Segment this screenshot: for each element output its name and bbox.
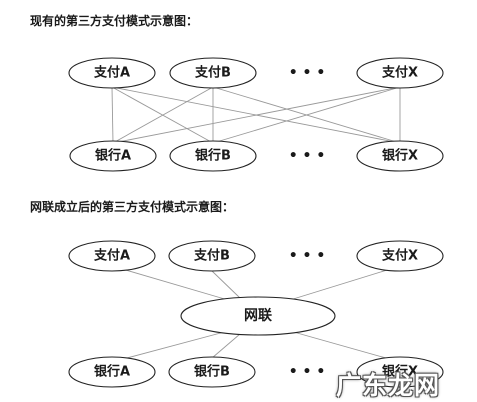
label2-bank-b: 银行B <box>194 364 230 380</box>
link-payA-bankA <box>111 86 114 144</box>
ellipsis2-payments: • • • <box>289 248 326 264</box>
link-hub-bankA <box>111 330 229 363</box>
link-hub-bankB <box>211 333 241 359</box>
node-bank-x <box>356 140 444 172</box>
label-bank-a: 银行A <box>95 148 131 164</box>
link-hub-bankX <box>289 330 401 363</box>
link-payB-bankA <box>112 86 214 144</box>
label-hub: 网联 <box>244 308 273 324</box>
node2-payment-a <box>68 240 156 272</box>
ellipsis-payments: • • • <box>289 65 326 81</box>
node-hub-wanglian <box>180 296 336 336</box>
label-payment-b: 支付B <box>194 65 231 81</box>
node-payment-b <box>169 57 257 89</box>
node-payment-x <box>356 57 444 89</box>
label-bank-x: 银行X <box>382 148 418 164</box>
node2-payment-x <box>356 240 444 272</box>
label2-bank-a: 银行A <box>94 364 130 380</box>
diagram1-bank-nodes <box>69 140 444 172</box>
diagram2-title: 网联成立后的第三方支付模式示意图： <box>30 200 235 214</box>
watermark-logo: 广东龙网 <box>336 371 441 400</box>
node-payment-a <box>68 57 156 89</box>
link-payX-bankA <box>112 86 401 144</box>
ellipsis-banks: • • • <box>289 148 326 164</box>
diagram2-bank-nodes <box>68 356 444 388</box>
node-bank-a <box>69 140 157 172</box>
node2-bank-a <box>68 356 156 388</box>
label-bank-b: 银行B <box>195 148 231 164</box>
link-payX-bankB <box>212 86 401 144</box>
label2-payment-x: 支付X <box>381 248 418 264</box>
label2-payment-a: 支付A <box>93 248 130 264</box>
link-payA-hub <box>111 265 229 301</box>
link-payB-hub <box>211 270 241 299</box>
label2-payment-b: 支付B <box>193 248 230 264</box>
diagram1-title: 现有的第三方支付模式示意图： <box>30 14 199 28</box>
label-payment-a: 支付A <box>93 65 130 81</box>
diagram2-payment-nodes <box>68 240 444 272</box>
node2-bank-x <box>356 356 444 388</box>
diagram1-payment-nodes <box>68 57 444 89</box>
ellipsis2-banks: • • • <box>289 364 326 380</box>
node2-bank-b <box>168 356 256 388</box>
diagram2-connections <box>111 265 401 363</box>
node2-payment-b <box>168 240 256 272</box>
link-payX-hub <box>289 265 401 301</box>
node-bank-b <box>169 140 257 172</box>
label2-bank-x: 银行X <box>382 364 418 380</box>
label-payment-x: 支付X <box>381 65 418 81</box>
diagram1-connections <box>111 86 401 144</box>
